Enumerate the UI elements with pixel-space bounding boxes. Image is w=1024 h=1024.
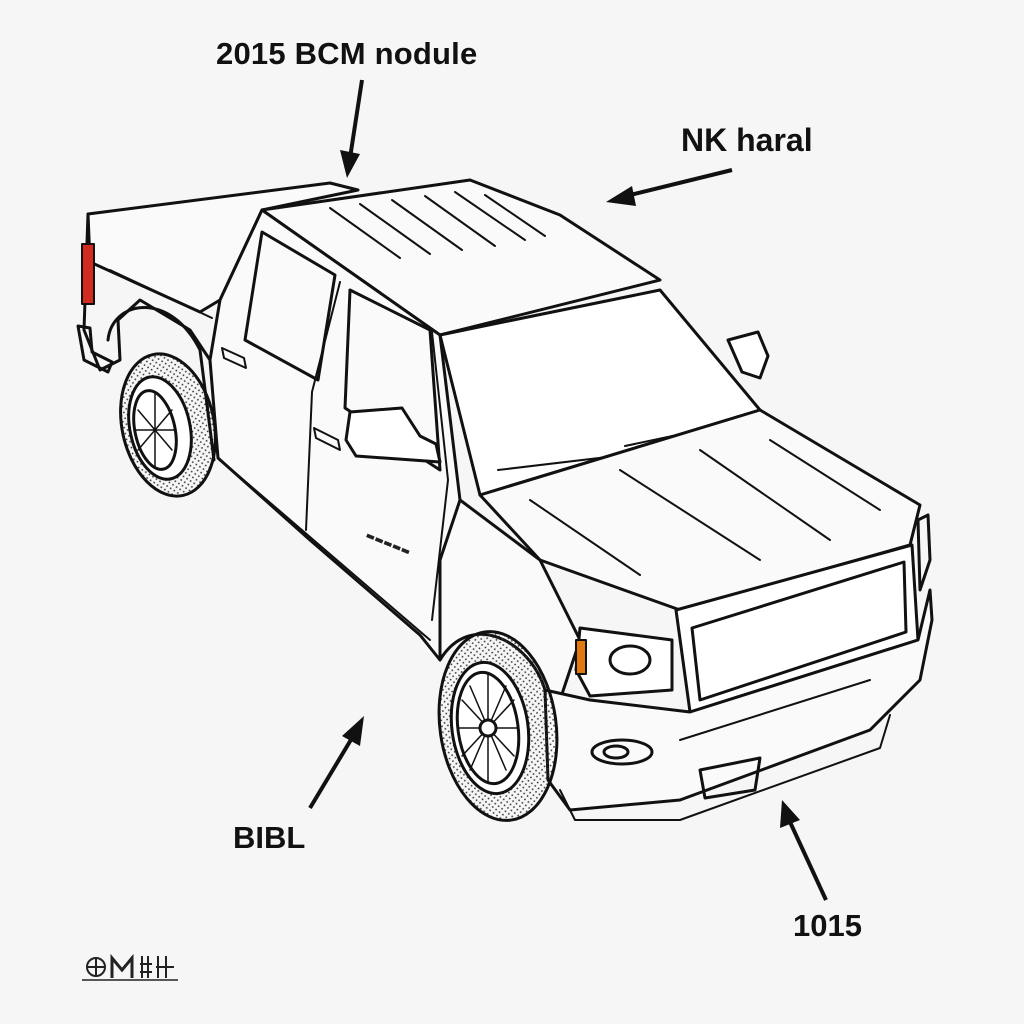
fog-light-inner	[602, 744, 630, 760]
rear-bumper	[76, 324, 114, 374]
arrow-up-right-icon	[308, 716, 364, 810]
logo-icon	[82, 953, 178, 981]
turn-signal	[575, 639, 587, 675]
fog-light	[590, 738, 654, 766]
front-hub	[478, 718, 498, 738]
rear-door-window	[243, 230, 337, 382]
arrow-down-icon	[340, 79, 364, 178]
rocker-panel	[217, 457, 431, 641]
bumper-intake	[698, 756, 762, 800]
hood-creases	[529, 439, 881, 576]
truck-outline	[76, 178, 934, 822]
annotation-top-label: 2015 BCM nodule	[216, 36, 478, 71]
headlight	[574, 626, 674, 698]
headlight-lens	[608, 644, 652, 676]
far-mirror	[726, 330, 770, 380]
rear-door-handle	[221, 347, 247, 369]
front-door-window	[343, 288, 442, 472]
annotation-bottom-left-label: BIBL	[233, 820, 306, 855]
cab-body	[208, 208, 462, 662]
rear-wheel-arch	[106, 306, 216, 462]
annotation-arrows	[308, 79, 828, 901]
annotation-right-label: NK haral	[681, 122, 813, 158]
grille-inner	[690, 560, 908, 702]
roof-ribs	[329, 191, 546, 259]
bed-rail-line	[109, 269, 213, 319]
front-door-handle	[313, 427, 341, 451]
bumper-line	[679, 679, 871, 741]
far-headlight	[916, 513, 932, 592]
arrow-left-icon	[606, 168, 733, 206]
annotation-bottom-right-label: 1015	[793, 908, 862, 943]
side-mirror	[344, 406, 442, 464]
door-seam-front	[431, 331, 449, 621]
front-bumper	[543, 588, 934, 812]
arrow-up-left-icon	[780, 800, 828, 901]
tail-light	[81, 243, 95, 305]
lower-bumper	[559, 714, 891, 821]
door-seam-rear	[305, 281, 341, 531]
rear-rim-spokes	[135, 391, 175, 469]
